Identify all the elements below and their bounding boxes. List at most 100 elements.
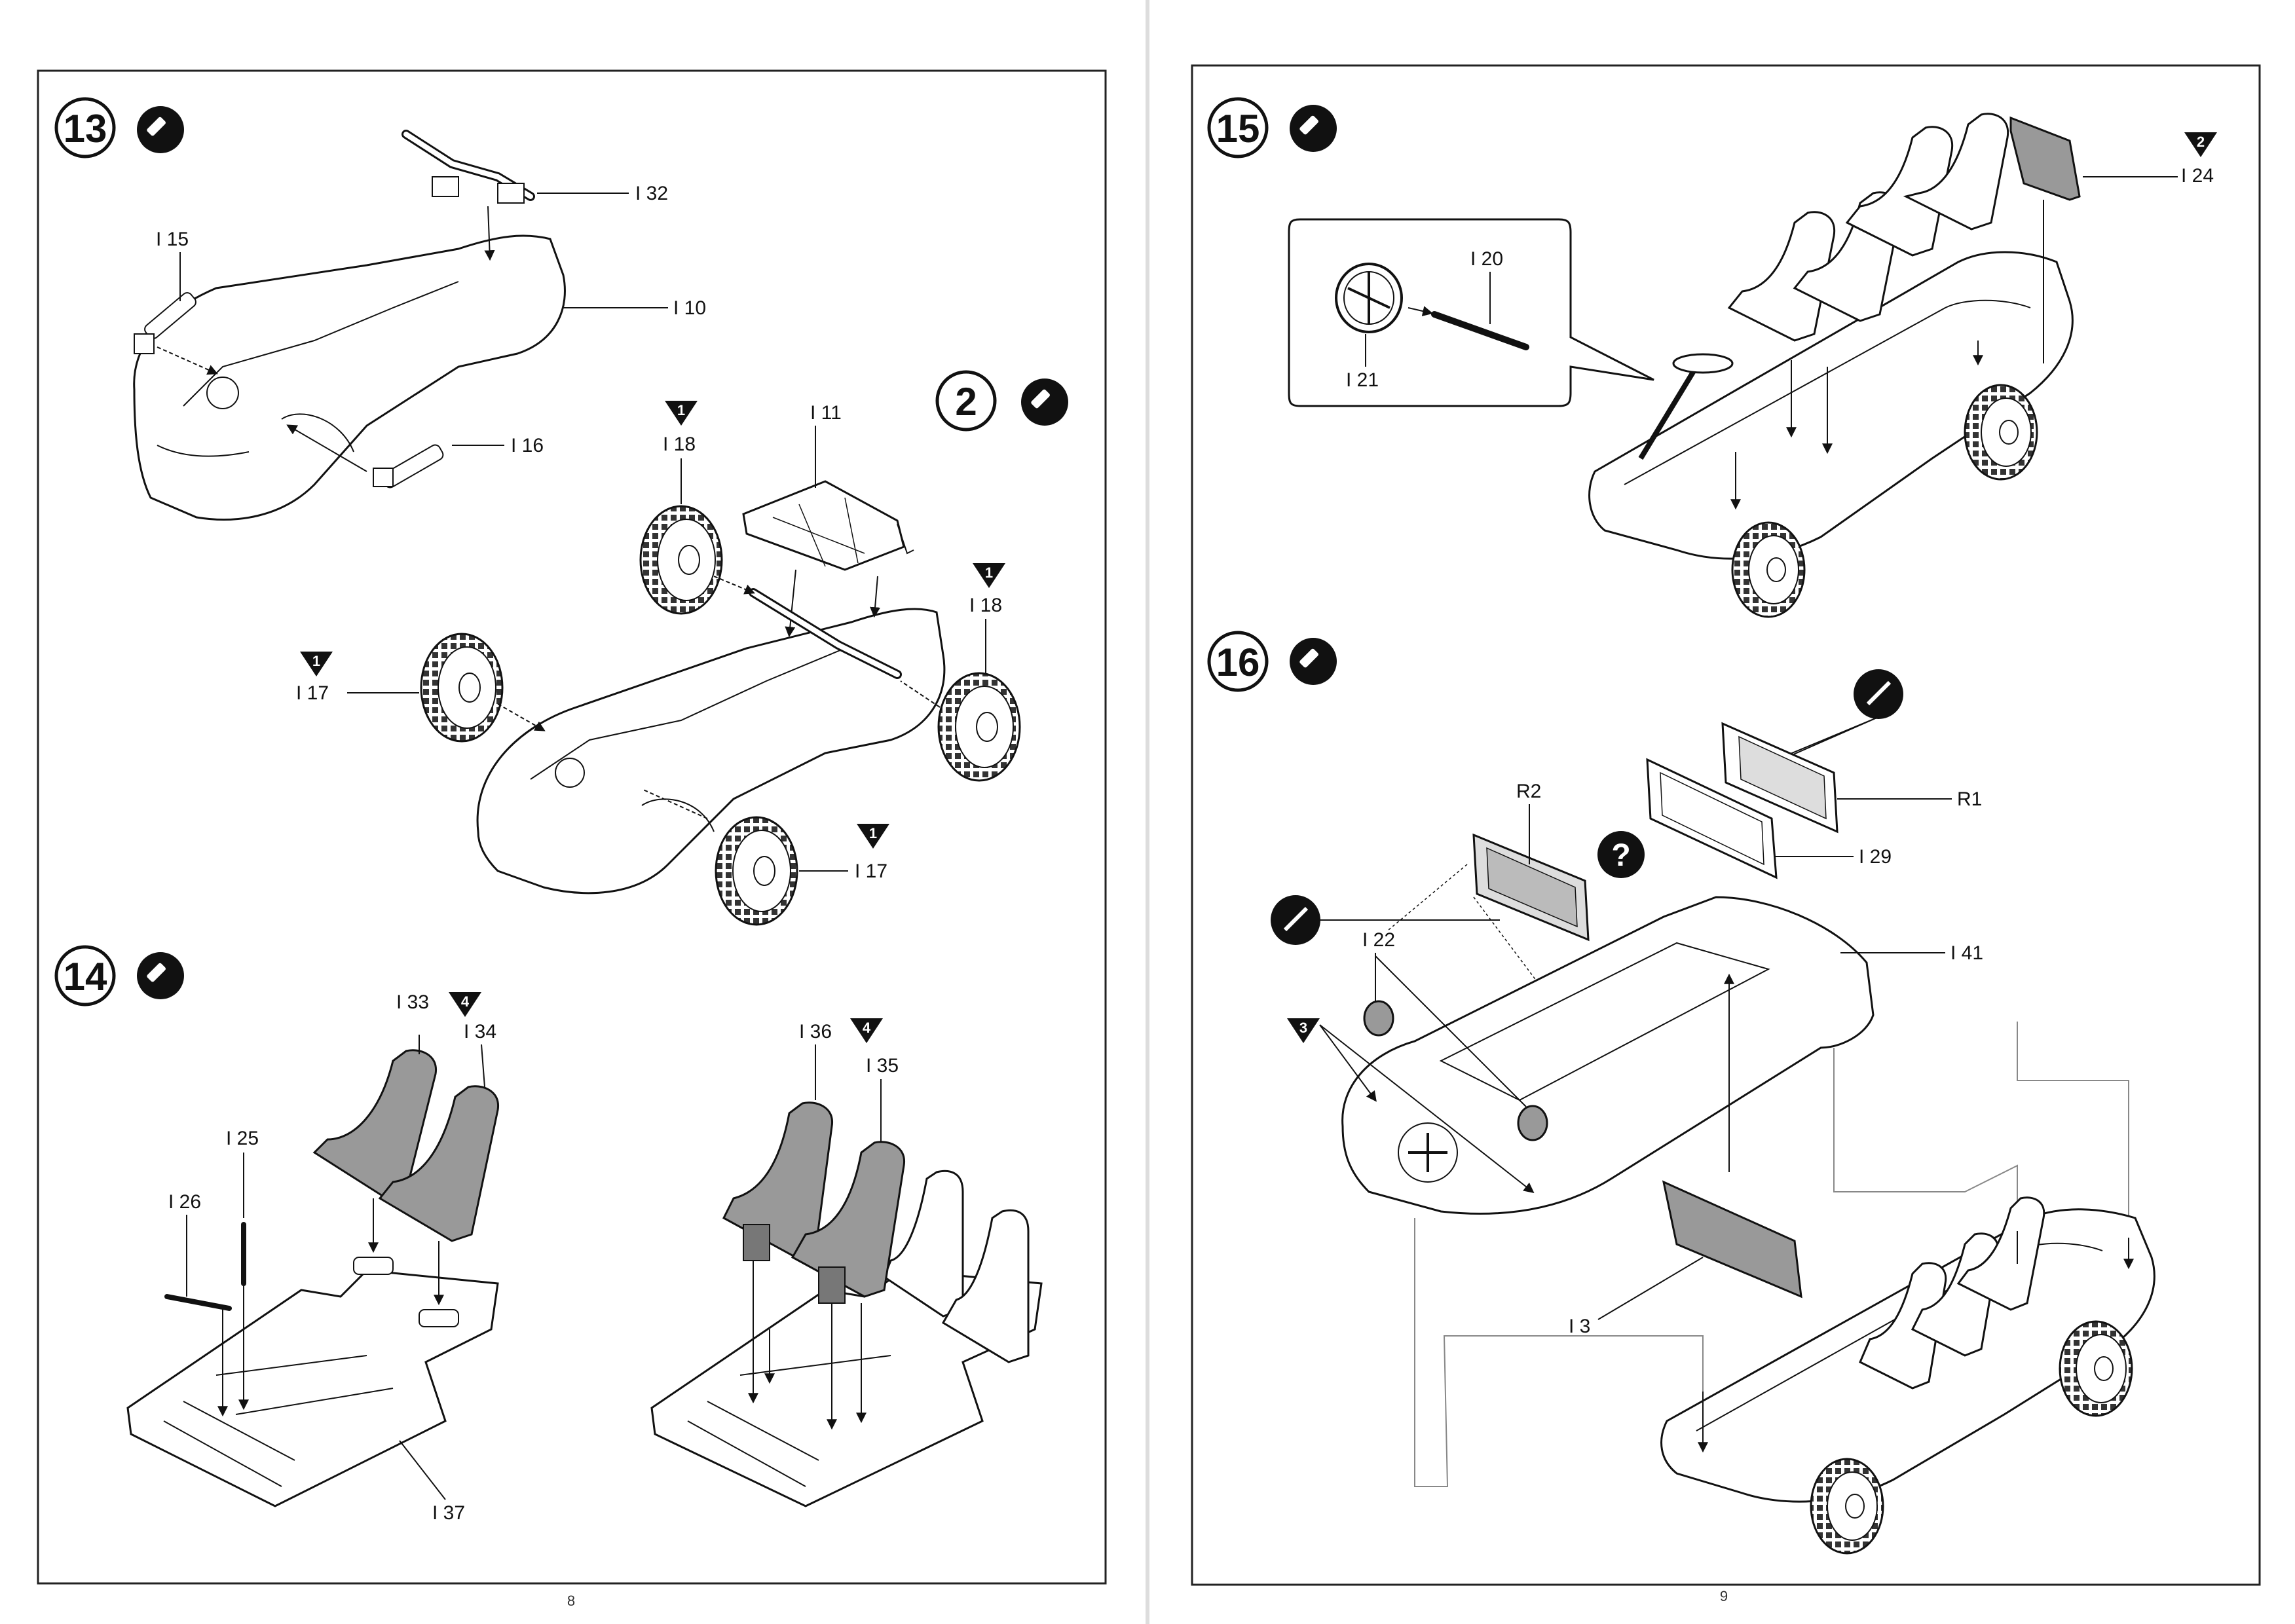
label-i36: I 36 — [799, 1021, 832, 1043]
label-i32: I 32 — [635, 183, 668, 204]
label-i41: I 41 — [1950, 942, 1983, 964]
label-i20: I 20 — [1470, 248, 1503, 270]
marker-triangle — [973, 563, 1005, 588]
step-15-number: 15 — [1216, 107, 1260, 151]
marker-triangle — [665, 401, 698, 426]
label-i35: I 35 — [866, 1055, 899, 1077]
svg-text:3: 3 — [1299, 1020, 1307, 1036]
hull-assembly — [476, 608, 946, 895]
label-i33: I 33 — [396, 991, 429, 1013]
panel-part-i24 — [2009, 116, 2081, 201]
floor-part-i37 — [126, 1269, 499, 1507]
svg-text:1: 1 — [677, 402, 685, 418]
axle-part-i32 — [401, 130, 535, 204]
label-r2: R2 — [1516, 781, 1541, 802]
seat-part-i34 — [378, 1085, 499, 1242]
rear-wheel — [1964, 384, 2038, 481]
step-13-number: 13 — [64, 107, 107, 151]
label-i34: I 34 — [464, 1021, 496, 1043]
wheel-i18-right — [937, 672, 1021, 782]
svg-text:1: 1 — [869, 825, 877, 841]
floor-assembly — [650, 1269, 1043, 1507]
label-i10: I 10 — [673, 297, 706, 319]
headlight-part-i22-a — [1363, 1000, 1394, 1037]
marker-triangle — [2184, 132, 2217, 157]
seat-part-i36 — [722, 1101, 833, 1259]
glue-icon — [1290, 638, 1337, 685]
marker-triangle — [449, 992, 481, 1017]
left-page-frame — [37, 69, 1107, 1585]
step-14: 14 I 37 I 33 4 I 34 I 25 I 26 — [54, 945, 1043, 1524]
label-i17-left: I 17 — [296, 682, 329, 704]
label-i16: I 16 — [511, 435, 544, 456]
wheel-i18-upper — [639, 505, 723, 615]
step-16-badge — [1207, 631, 1269, 692]
label-i22: I 22 — [1362, 929, 1395, 951]
step-2-badge — [935, 370, 997, 432]
steering-column-part-i20 — [1431, 311, 1529, 350]
label-i17-lower: I 17 — [855, 860, 887, 882]
label-i18-right: I 18 — [969, 595, 1002, 616]
step-2: 2 I 11 — [296, 370, 1068, 926]
seat-part-i33 — [312, 1049, 437, 1200]
svg-text:1: 1 — [312, 653, 320, 669]
shaft-part-i15 — [134, 292, 196, 354]
step-16-number: 16 — [1216, 640, 1260, 684]
marker-triangle — [850, 1018, 883, 1043]
plate-part-i11 — [742, 480, 905, 571]
hull-part-i41 — [1341, 896, 1875, 1215]
panel-part-i3 — [1662, 1180, 1802, 1299]
marker-triangle — [300, 652, 333, 676]
svg-text:1: 1 — [985, 564, 993, 581]
page-number-left: 8 — [567, 1593, 575, 1609]
glue-icon — [1290, 105, 1337, 152]
wheel-i17-lower — [715, 816, 798, 926]
right-page-frame — [1191, 64, 2261, 1586]
step-15: 15 I 21 I 20 — [1207, 97, 2217, 618]
label-i21: I 21 — [1346, 369, 1379, 391]
final-front-wheel — [1810, 1458, 1884, 1555]
svg-text:?: ? — [1611, 838, 1630, 873]
marker-triangle — [1287, 1018, 1320, 1043]
label-i18-upper: I 18 — [663, 434, 696, 455]
question-icon — [1597, 831, 1645, 878]
label-i26: I 26 — [168, 1191, 201, 1213]
label-i29: I 29 — [1859, 846, 1892, 868]
glue-icon — [1021, 378, 1068, 426]
step-2-number: 2 — [955, 380, 977, 424]
svg-text:4: 4 — [863, 1020, 871, 1036]
seat-installed — [941, 1209, 1030, 1363]
glue-icon — [137, 106, 184, 153]
hull-part-i10 — [133, 234, 566, 521]
shaft-part-i16 — [373, 444, 444, 489]
svg-text:2: 2 — [2197, 134, 2205, 150]
step-15-badge — [1207, 97, 1269, 158]
marker-triangle — [857, 824, 889, 849]
label-i25: I 25 — [226, 1128, 259, 1149]
step-13: 13 I 32 I 10 I 15 — [54, 97, 706, 521]
step-16: 16 ? R1 I 29 R2 I 41 — [1207, 631, 2155, 1555]
label-r1: R1 — [1957, 788, 1982, 810]
page-number-right: 9 — [1720, 1588, 1728, 1604]
label-i3: I 3 — [1569, 1316, 1590, 1337]
label-i37: I 37 — [432, 1502, 465, 1524]
seat-installed — [883, 1170, 964, 1318]
steering-wheel-part-i21 — [1335, 263, 1403, 333]
headlight-part-i22-b — [1517, 1105, 1548, 1141]
final-rear-wheel — [2059, 1320, 2133, 1417]
seats-installed — [1727, 113, 2009, 342]
svg-text:4: 4 — [461, 993, 470, 1010]
step-14-badge — [54, 945, 116, 1006]
wheel-i17-left — [420, 633, 504, 743]
glue-icon — [137, 952, 184, 999]
seat-part-i35 — [791, 1141, 905, 1298]
label-i11: I 11 — [810, 402, 842, 424]
step-14-number: 14 — [64, 955, 107, 999]
front-wheel — [1731, 521, 1806, 618]
lever-part-i26 — [164, 1294, 232, 1311]
seats-final — [1859, 1196, 2045, 1390]
label-i24: I 24 — [2181, 165, 2214, 187]
label-i15: I 15 — [156, 229, 189, 250]
step-13-badge — [54, 97, 116, 158]
